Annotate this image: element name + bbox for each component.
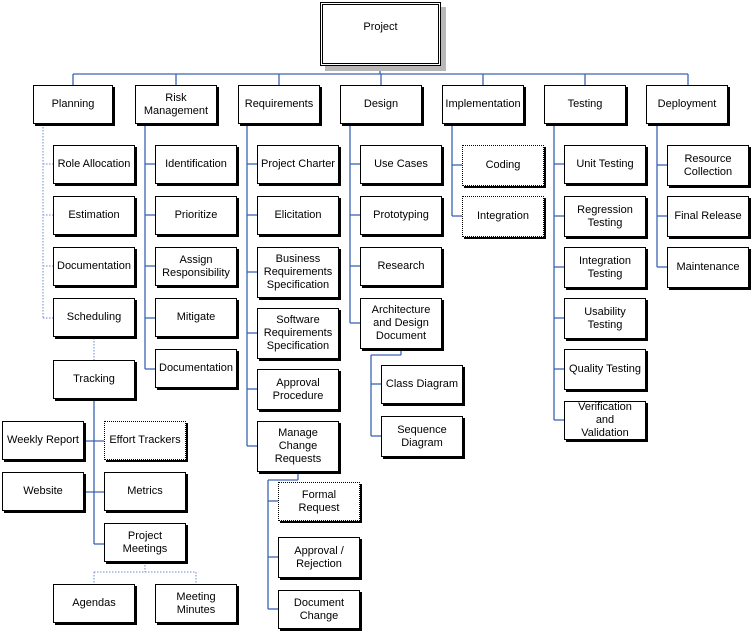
req-software-requirements-specification: Software Requirements Specification xyxy=(257,308,339,359)
category-design: Design xyxy=(340,85,422,124)
risk-identification: Identification xyxy=(155,145,237,184)
planning-estimation: Estimation xyxy=(53,196,135,235)
design-class-diagram: Class Diagram xyxy=(381,365,463,404)
planning-documentation: Documentation xyxy=(53,247,135,286)
impl-coding: Coding xyxy=(462,145,544,186)
req-business-requirements-specification: Business Requirements Specification xyxy=(257,247,339,298)
req-approval-procedure: Approval Procedure xyxy=(257,369,339,410)
deploy-resource-collection: Resource Collection xyxy=(667,145,749,186)
risk-documentation: Documentation xyxy=(155,349,237,388)
req-manage-change-requests: Manage Change Requests xyxy=(257,421,339,472)
tracking-effort-trackers: Effort Trackers xyxy=(104,421,186,460)
change-document-change: Document Change xyxy=(278,590,360,629)
design-use-cases: Use Cases xyxy=(360,145,442,184)
planning-scheduling: Scheduling xyxy=(53,298,135,337)
planning-role-allocation: Role Allocation xyxy=(53,145,135,184)
test-regression-testing: Regression Testing xyxy=(564,196,646,237)
design-research: Research xyxy=(360,247,442,286)
tracking-project-meetings: Project Meetings xyxy=(104,523,186,562)
category-testing: Testing xyxy=(544,85,626,124)
category-requirements: Requirements xyxy=(238,85,320,124)
test-usability-testing: Usability Testing xyxy=(564,298,646,339)
deploy-final-release: Final Release xyxy=(667,196,749,237)
category-risk-management: Risk Management xyxy=(135,85,217,124)
risk-prioritize: Prioritize xyxy=(155,196,237,235)
test-verification-validation: Verification and Validation xyxy=(564,401,646,440)
change-formal-request: Formal Request xyxy=(278,482,360,521)
req-elicitation: Elicitation xyxy=(257,196,339,235)
risk-mitigate: Mitigate xyxy=(155,298,237,337)
category-deployment: Deployment xyxy=(646,85,728,124)
category-implementation: Implementation xyxy=(442,85,524,124)
meetings-minutes: Meeting Minutes xyxy=(155,584,237,623)
root-node-project: Project xyxy=(320,2,441,66)
category-planning: Planning xyxy=(33,85,113,124)
tracking-weekly-report: Weekly Report xyxy=(2,421,84,460)
test-unit-testing: Unit Testing xyxy=(564,145,646,184)
design-architecture-document: Architecture and Design Document xyxy=(360,298,442,349)
test-integration-testing: Integration Testing xyxy=(564,247,646,288)
req-project-charter: Project Charter xyxy=(257,145,339,184)
deploy-maintenance: Maintenance xyxy=(667,247,749,288)
impl-integration: Integration xyxy=(462,196,544,237)
meetings-agendas: Agendas xyxy=(53,584,135,623)
design-sequence-diagram: Sequence Diagram xyxy=(381,416,463,457)
design-prototyping: Prototyping xyxy=(360,196,442,235)
planning-tracking: Tracking xyxy=(53,360,135,399)
test-quality-testing: Quality Testing xyxy=(564,349,646,390)
change-approval-rejection: Approval / Rejection xyxy=(278,537,360,578)
risk-assign-responsibility: Assign Responsibility xyxy=(155,247,237,286)
tracking-website: Website xyxy=(2,472,84,511)
tracking-metrics: Metrics xyxy=(104,472,186,511)
